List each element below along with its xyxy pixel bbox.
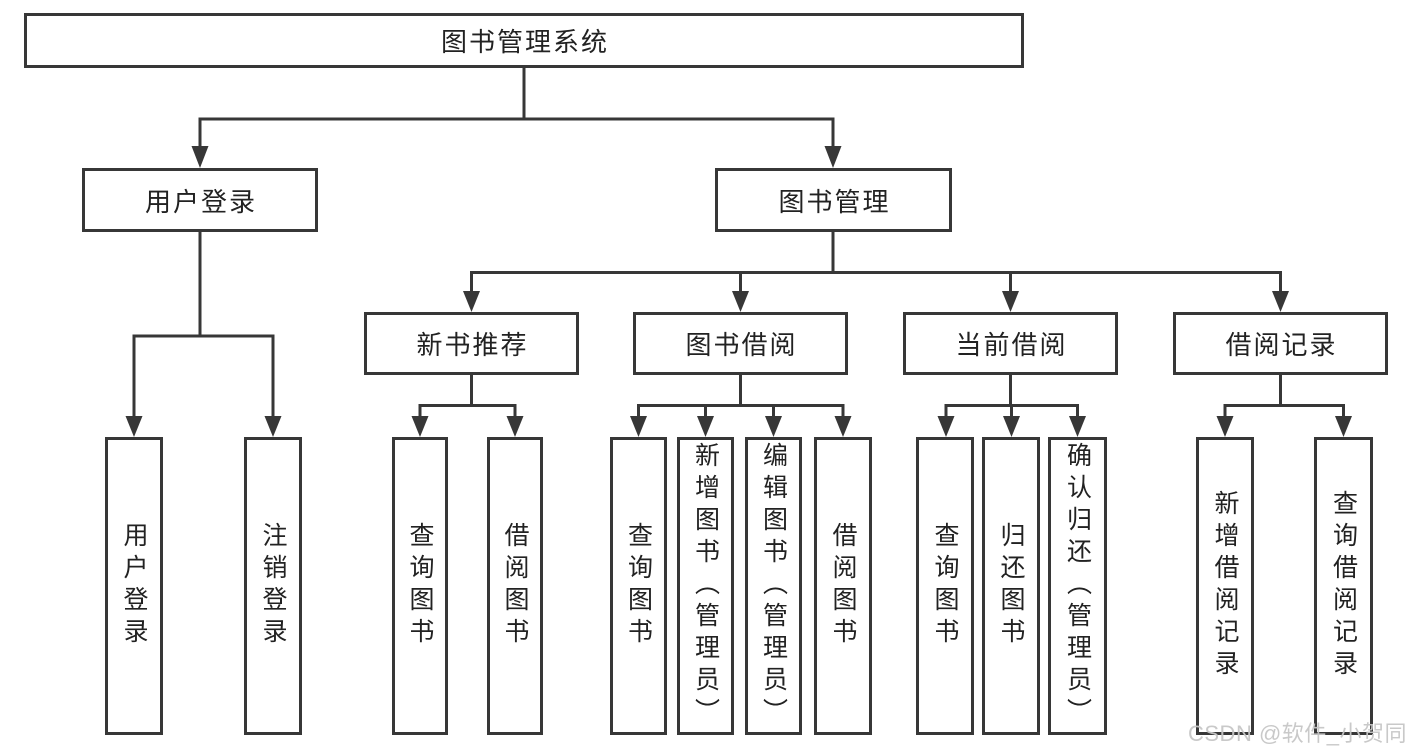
arrowhead xyxy=(191,146,209,168)
leaf-query-books-current-label: 查询图书 xyxy=(931,522,959,650)
leaf-logout-label: 注销登录 xyxy=(259,522,287,650)
arrowhead xyxy=(732,291,749,312)
arrowhead xyxy=(1216,416,1234,437)
leaf-user-login: 用户登录 xyxy=(105,437,163,735)
node-current-borrowing: 当前借阅 xyxy=(903,312,1118,375)
leaf-add-books-admin: 新增图书（管理员） xyxy=(677,437,734,735)
node-new-book-recommend: 新书推荐 xyxy=(364,312,579,375)
leaf-query-books-recommend: 查询图书 xyxy=(392,437,448,735)
leaf-borrow-books: 借阅图书 xyxy=(814,437,872,735)
leaf-confirm-return-admin: 确认归还（管理员） xyxy=(1048,437,1107,735)
leaf-borrow-books-label: 借阅图书 xyxy=(829,522,857,650)
arrowhead xyxy=(824,146,842,168)
leaf-add-borrow-record: 新增借阅记录 xyxy=(1196,437,1254,735)
node-book-borrowing-label: 图书借阅 xyxy=(685,330,798,360)
branch-user-login xyxy=(125,230,282,437)
arrowhead xyxy=(1002,291,1019,312)
leaf-query-borrow-record: 查询借阅记录 xyxy=(1314,437,1373,735)
leaf-borrow-books-recommend: 借阅图书 xyxy=(487,437,543,735)
node-library-management-system: 图书管理系统 xyxy=(24,13,1024,68)
branch-new-book-recommend xyxy=(411,373,524,437)
arrowhead xyxy=(506,416,524,437)
node-borrowing-records-label: 借阅记录 xyxy=(1225,330,1338,360)
branch-root xyxy=(191,66,842,168)
branch-borrowing-records xyxy=(1216,373,1352,437)
leaf-add-borrow-record-label: 新增借阅记录 xyxy=(1211,490,1239,682)
leaf-confirm-return-admin-label: 确认归还（管理员） xyxy=(1063,442,1092,730)
node-current-borrowing-label: 当前借阅 xyxy=(955,330,1068,360)
arrowhead xyxy=(1335,416,1352,437)
leaf-query-books-borrowing: 查询图书 xyxy=(610,437,667,735)
arrowhead xyxy=(697,416,714,437)
arrowhead xyxy=(765,416,782,437)
arrowhead xyxy=(1272,291,1289,312)
node-book-borrowing: 图书借阅 xyxy=(633,312,848,375)
node-user-login-label: 用户登录 xyxy=(144,186,257,217)
node-new-book-recommend-label: 新书推荐 xyxy=(416,330,529,360)
branch-book-management xyxy=(463,230,1289,312)
node-user-login: 用户登录 xyxy=(82,168,318,232)
node-book-management-label: 图书管理 xyxy=(778,186,891,217)
arrowhead xyxy=(125,416,143,437)
node-library-management-system-label: 图书管理系统 xyxy=(440,27,609,57)
arrowhead xyxy=(1069,416,1086,437)
leaf-return-books: 归还图书 xyxy=(982,437,1040,735)
node-borrowing-records: 借阅记录 xyxy=(1173,312,1388,375)
arrowhead xyxy=(463,291,480,312)
csdn-watermark: CSDN @软件_小贺同学 xyxy=(1188,721,1405,746)
arrowhead xyxy=(834,416,852,437)
branch-current-borrowing xyxy=(937,373,1086,437)
arrowhead xyxy=(264,416,282,437)
leaf-borrow-books-recommend-label: 借阅图书 xyxy=(501,522,529,650)
leaf-user-login-label: 用户登录 xyxy=(120,522,148,650)
leaf-return-books-label: 归还图书 xyxy=(997,522,1025,650)
leaf-query-books-recommend-label: 查询图书 xyxy=(406,522,434,650)
arrowhead xyxy=(937,416,955,437)
node-book-management: 图书管理 xyxy=(715,168,952,232)
arrowhead xyxy=(630,416,647,437)
branch-book-borrowing xyxy=(630,373,852,437)
arrowhead xyxy=(1003,416,1020,437)
leaf-add-books-admin-label: 新增图书（管理员） xyxy=(691,442,720,730)
leaf-query-borrow-record-label: 查询借阅记录 xyxy=(1329,490,1358,682)
leaf-logout: 注销登录 xyxy=(244,437,302,735)
leaf-edit-books-admin-label: 编辑图书（管理员） xyxy=(759,442,788,730)
leaf-query-books-borrowing-label: 查询图书 xyxy=(624,522,653,650)
arrowhead xyxy=(411,416,429,437)
leaf-query-books-current: 查询图书 xyxy=(916,437,974,735)
leaf-edit-books-admin: 编辑图书（管理员） xyxy=(745,437,802,735)
